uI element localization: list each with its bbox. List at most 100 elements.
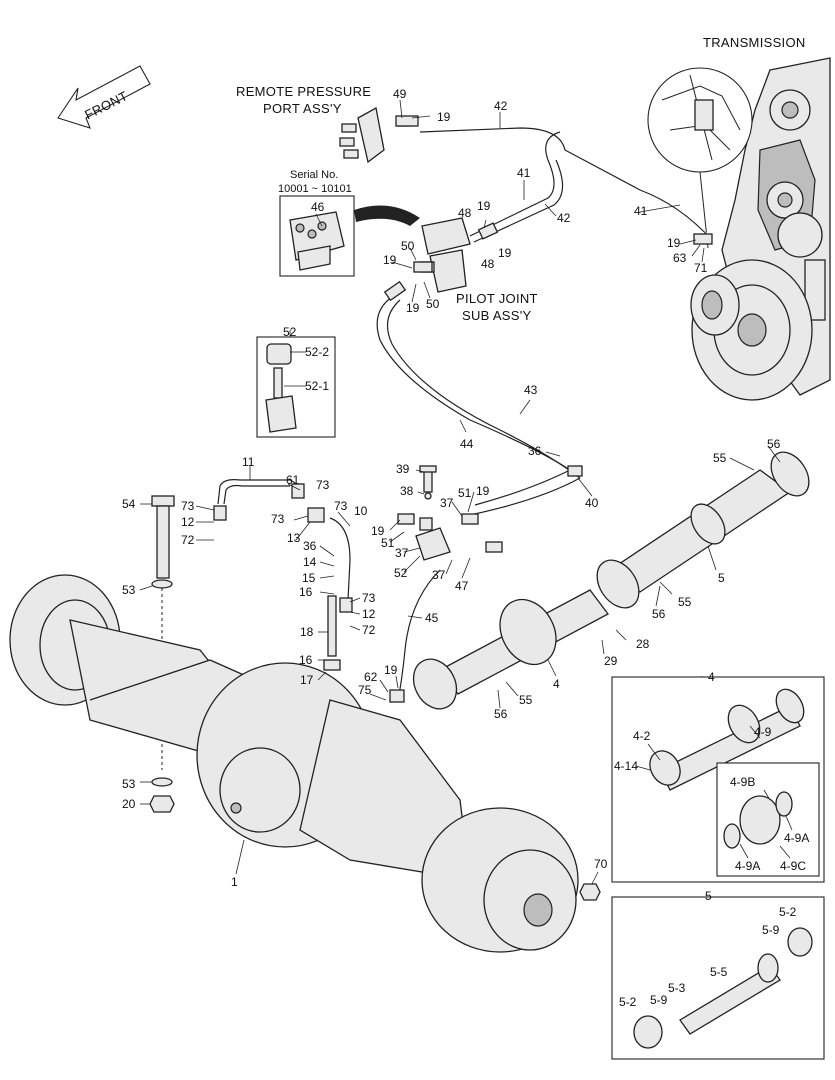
callout-28: 28: [636, 637, 650, 651]
callout-5-9: 5-9: [650, 993, 668, 1007]
leader-lines: [139, 99, 793, 885]
callout-19: 19: [477, 199, 491, 213]
callout-41: 41: [517, 166, 531, 180]
callout-13: 13: [287, 531, 301, 545]
callout-51: 51: [381, 536, 395, 550]
callout-73: 73: [316, 478, 330, 492]
callout-19: 19: [384, 663, 398, 677]
callout-51: 51: [458, 486, 472, 500]
callout-55: 55: [519, 693, 533, 707]
callout-19: 19: [498, 246, 512, 260]
callout-48: 48: [458, 206, 472, 220]
fittings: [213, 115, 713, 703]
callout-42: 42: [494, 99, 508, 113]
callout-44: 44: [460, 437, 474, 451]
serial-inset-box: [279, 195, 355, 277]
transmission-title: TRANSMISSION: [703, 35, 806, 50]
callout-4-9b: 4-9B: [730, 775, 755, 789]
callout-56: 56: [652, 607, 666, 621]
pilot-joint-label-2: SUB ASS'Y: [462, 308, 532, 323]
callout-16: 16: [299, 653, 313, 667]
callout-38: 38: [400, 484, 414, 498]
callout-42: 42: [557, 211, 571, 225]
callout-72: 72: [181, 533, 195, 547]
pilot-joint-label-1: PILOT JOINT: [456, 291, 538, 306]
callout-15: 15: [302, 571, 316, 585]
callout-63: 63: [673, 251, 687, 265]
detail-4-title: 4: [708, 670, 715, 684]
callout-56: 56: [494, 707, 508, 721]
callout-46: 46: [311, 200, 325, 214]
callout-37: 37: [432, 568, 446, 582]
serial-label: Serial No.: [290, 169, 338, 181]
callout-1: 1: [231, 875, 238, 889]
serial-range: 10001 ~ 10101: [278, 183, 352, 195]
callout-19: 19: [476, 484, 490, 498]
callout-20: 20: [122, 797, 136, 811]
callout-61: 61: [286, 473, 300, 487]
callout-53: 53: [122, 777, 136, 791]
front-arrow: FRONT: [57, 65, 151, 129]
callout-39: 39: [396, 462, 410, 476]
callout-4-9a-left: 4-9A: [735, 859, 760, 873]
callout-52-1: 52-1: [305, 379, 329, 393]
box-52: [256, 336, 336, 438]
callout-17: 17: [300, 673, 314, 687]
detail-box-5: [611, 896, 825, 1060]
callout-48: 48: [481, 257, 495, 271]
callout-70: 70: [594, 857, 608, 871]
callout-37: 37: [440, 496, 454, 510]
callout-4-14: 4-14: [614, 759, 638, 773]
callout-14: 14: [303, 555, 317, 569]
callout-73: 73: [271, 512, 285, 526]
callout-40: 40: [585, 496, 599, 510]
shaft-18: [323, 595, 341, 671]
detail-magnifier: [647, 67, 753, 249]
callout-4-9c: 4-9C: [780, 859, 806, 873]
remote-pressure-label-2: PORT ASS'Y: [263, 101, 342, 116]
callout-50: 50: [426, 297, 440, 311]
callout-43: 43: [524, 383, 538, 397]
callout-45: 45: [425, 611, 439, 625]
callout-19: 19: [383, 253, 397, 267]
pilot-joint-block: [419, 217, 471, 293]
callout-54: 54: [122, 497, 136, 511]
callout-62: 62: [364, 670, 378, 684]
callout-73: 73: [181, 499, 195, 513]
inset-arrow: [354, 205, 420, 226]
callout-75: 75: [358, 683, 372, 697]
callout-4-2: 4-2: [633, 729, 651, 743]
callout-19: 19: [371, 524, 385, 538]
callout-73: 73: [362, 591, 376, 605]
callout-53: 53: [122, 583, 136, 597]
callout-72: 72: [362, 623, 376, 637]
callout-labels: 49 19 42 41 42 41 46 48 19 19 48 50 19 5…: [122, 87, 809, 1009]
bolt-39: [419, 465, 437, 500]
axle-housing: [9, 574, 601, 953]
callout-5-3: 5-3: [668, 981, 686, 995]
callout-5-5: 5-5: [710, 965, 728, 979]
callout-49: 49: [393, 87, 407, 101]
callout-12: 12: [362, 607, 376, 621]
callout-10: 10: [354, 504, 368, 518]
callout-29: 29: [604, 654, 618, 668]
callout-55: 55: [713, 451, 727, 465]
propeller-shaft-5: [596, 451, 810, 609]
callout-55: 55: [678, 595, 692, 609]
callout-52: 52: [394, 566, 408, 580]
callout-52-2: 52-2: [305, 345, 329, 359]
callout-71: 71: [694, 261, 708, 275]
callout-12: 12: [181, 515, 195, 529]
callout-4-9a-right: 4-9A: [784, 831, 809, 845]
callout-50: 50: [401, 239, 415, 253]
callout-18: 18: [300, 625, 314, 639]
callout-37: 37: [395, 546, 409, 560]
callout-4-9: 4-9: [754, 725, 772, 739]
callout-19: 19: [406, 301, 420, 315]
callout-73: 73: [334, 499, 348, 513]
callout-5-9: 5-9: [762, 923, 780, 937]
callout-5-2: 5-2: [779, 905, 797, 919]
callout-11: 11: [242, 455, 255, 469]
remote-pressure-label-1: REMOTE PRESSURE: [236, 84, 371, 99]
